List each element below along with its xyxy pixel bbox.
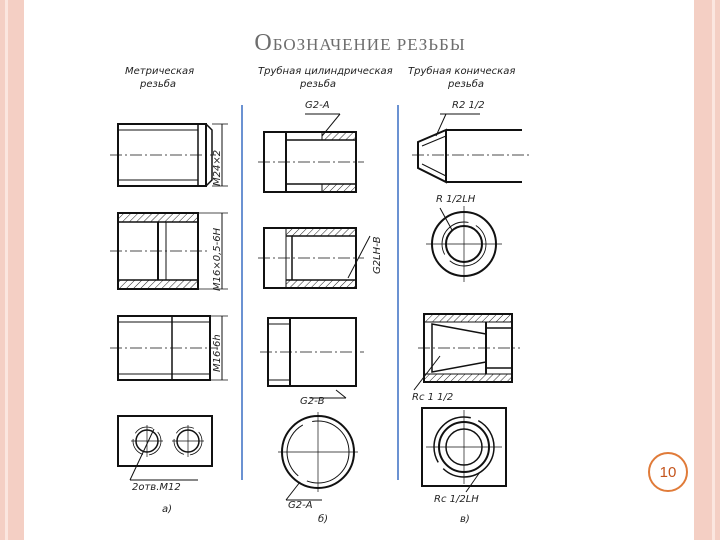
title-word-1: БОЗНАЧЕНИЕ: [272, 35, 397, 54]
title-word-2: РЕЗЬБЫ: [396, 35, 466, 54]
col-a-header-2: резьба: [139, 78, 176, 90]
label-g2-b: G2-B: [300, 396, 325, 407]
slide-frame-left: [0, 0, 24, 540]
col-b-fig-3: [260, 317, 364, 399]
leader-2-holes: 2отв.M12: [132, 482, 181, 493]
label-g2lh-b: G2LH-B: [372, 236, 383, 274]
col-a-fig-3: [110, 315, 228, 381]
label-r2-half: R2 1/2: [452, 100, 485, 111]
dim-m16x05: M16×0,5-6H: [212, 227, 223, 291]
col-c-fig-2: [426, 206, 502, 282]
sub-a: а): [162, 504, 172, 515]
label-g2-a-bottom: G2-A: [288, 500, 313, 511]
col-b-fig-2: [258, 227, 371, 289]
col-b-fig-1: [258, 113, 364, 193]
sub-b: б): [318, 513, 328, 525]
col-a-fig-2: [110, 212, 228, 290]
col-a-fig-1: [110, 123, 228, 187]
title-first-letter: О: [254, 30, 273, 56]
label-g2-a-top: G2-A: [305, 100, 330, 111]
col-c-header-2: резьба: [447, 78, 484, 90]
col-a-header-1: Метрическая: [125, 66, 194, 77]
page-number-badge: 10: [648, 452, 688, 492]
col-a-fig-4: [117, 415, 213, 481]
slide-frame-right: [694, 0, 720, 540]
dim-m16-6h: M16-6h: [212, 334, 223, 372]
col-c-fig-3: [413, 313, 520, 391]
thread-designation-drawing: Метрическая резьба Трубная цилиндрическа…: [110, 65, 530, 525]
col-b-header-2: резьба: [299, 78, 336, 90]
col-c-header-1: Трубная коническая: [408, 65, 515, 77]
label-rc-half-lh: Rc 1/2LH: [434, 494, 479, 505]
label-rc-1-half: Rc 1 1/2: [412, 392, 453, 403]
label-r-half-lh: R 1/2LH: [436, 194, 476, 205]
col-c-fig-4: [421, 407, 507, 493]
frame-right-stripe: [712, 0, 715, 540]
col-b-fig-4: [278, 412, 358, 501]
slide-title: ОБОЗНАЧЕНИЕ РЕЗЬБЫ: [0, 30, 720, 57]
col-c-fig-1: [412, 113, 530, 184]
col-b-header-1: Трубная цилиндрическая: [258, 65, 393, 77]
frame-left-stripe: [5, 0, 8, 540]
dim-m24: M24×2: [212, 150, 223, 186]
sub-c: в): [460, 514, 470, 525]
